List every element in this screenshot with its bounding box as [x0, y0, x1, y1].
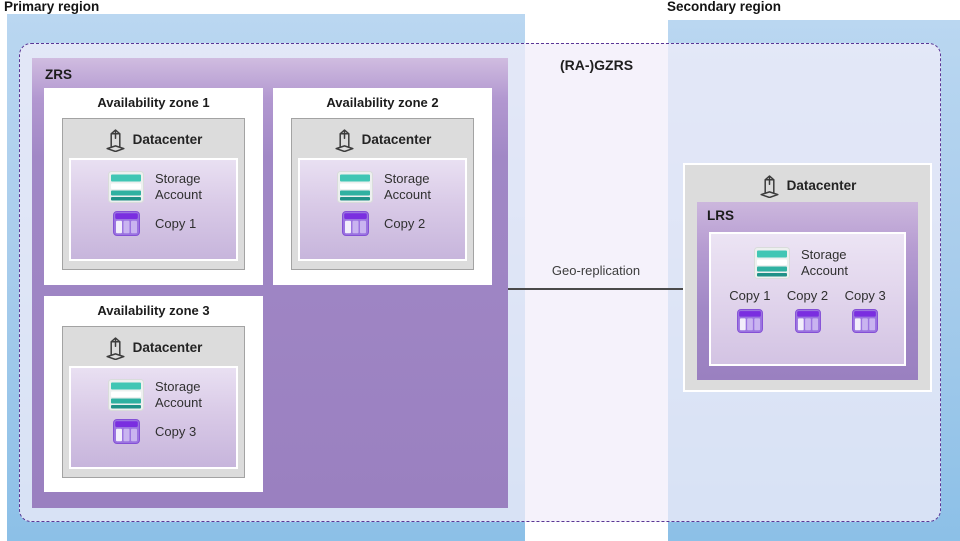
datacenter-icon — [105, 127, 126, 152]
copies-row: Copy 1 Copy 2 Copy 3 — [711, 288, 904, 333]
resource-box: Storage Account Copy 2 — [298, 158, 467, 261]
zrs-box: ZRS Availability zone 1 Datacenter Stora — [32, 58, 508, 508]
storage-account-icon — [745, 247, 799, 279]
storage-account-icon — [99, 379, 153, 411]
zone-title: Availability zone 1 — [97, 95, 210, 110]
copy-label: Copy 2 — [786, 288, 829, 303]
storage-account-label: Storage Account — [384, 171, 431, 202]
table-copy-icon — [736, 309, 763, 333]
copy-column: Copy 2 — [779, 288, 837, 333]
storage-account-row: Storage Account — [71, 379, 236, 411]
storage-account-label: Storage Account — [801, 247, 848, 278]
datacenter-icon — [759, 173, 780, 198]
copy-column: Copy 3 — [836, 288, 894, 333]
storage-account-icon — [328, 171, 382, 203]
zone-title: Availability zone 3 — [97, 303, 210, 318]
lrs-box: LRS Storage Account Copy 1 — [697, 202, 918, 380]
copy-label: Copy 3 — [844, 288, 886, 303]
storage-account-label: Storage Account — [155, 379, 202, 410]
datacenter-box: Datacenter Storage Account Copy 2 — [291, 118, 474, 270]
datacenter-label: Datacenter — [786, 177, 857, 193]
copy-row: Copy 3 — [71, 419, 236, 444]
datacenter-label: Datacenter — [132, 131, 203, 147]
datacenter-box: Datacenter Storage Account Copy 1 — [62, 118, 245, 270]
datacenter-header: Datacenter — [292, 126, 473, 152]
datacenter-label: Datacenter — [132, 339, 203, 355]
table-copy-icon — [99, 211, 153, 236]
storage-account-label: Storage Account — [155, 171, 202, 202]
gzrs-label: (RA-)GZRS — [559, 57, 634, 73]
copy-column: Copy 1 — [721, 288, 779, 333]
table-copy-icon — [794, 309, 821, 333]
table-copy-icon — [852, 309, 879, 333]
copy-label: Copy 3 — [155, 423, 197, 439]
lrs-resource-box: Storage Account Copy 1 Copy 2 — [709, 232, 906, 366]
geo-replication-arrow — [508, 288, 700, 290]
availability-zone-3: Availability zone 3 Datacenter Storage A… — [44, 296, 263, 492]
datacenter-header: Datacenter — [685, 172, 930, 198]
secondary-datacenter-box: Datacenter LRS Storage Account Copy 1 — [683, 163, 932, 392]
availability-zone-2: Availability zone 2 Datacenter Storage A… — [273, 88, 492, 285]
storage-account-row: Storage Account — [300, 171, 465, 203]
zone-title: Availability zone 2 — [326, 95, 439, 110]
resource-box: Storage Account Copy 3 — [69, 366, 238, 469]
table-copy-icon — [99, 419, 153, 444]
primary-region-label: Primary region — [4, 0, 100, 14]
resource-box: Storage Account Copy 1 — [69, 158, 238, 261]
secondary-region-label: Secondary region — [667, 0, 782, 14]
copy-row: Copy 2 — [300, 211, 465, 236]
datacenter-label: Datacenter — [361, 131, 432, 147]
geo-replication-label: Geo-replication — [551, 263, 641, 278]
table-copy-icon — [328, 211, 382, 236]
copy-row: Copy 1 — [71, 211, 236, 236]
copy-label: Copy 1 — [155, 215, 197, 231]
datacenter-header: Datacenter — [63, 334, 244, 360]
copy-label: Copy 2 — [384, 215, 426, 231]
copy-label: Copy 1 — [729, 288, 771, 303]
lrs-title: LRS — [707, 208, 734, 223]
datacenter-box: Datacenter Storage Account Copy 3 — [62, 326, 245, 478]
datacenter-icon — [334, 127, 355, 152]
datacenter-header: Datacenter — [63, 126, 244, 152]
zrs-title: ZRS — [45, 67, 72, 82]
storage-account-row: Storage Account — [711, 247, 904, 279]
datacenter-icon — [105, 335, 126, 360]
storage-account-row: Storage Account — [71, 171, 236, 203]
availability-zone-1: Availability zone 1 Datacenter Storage A… — [44, 88, 263, 285]
storage-account-icon — [99, 171, 153, 203]
